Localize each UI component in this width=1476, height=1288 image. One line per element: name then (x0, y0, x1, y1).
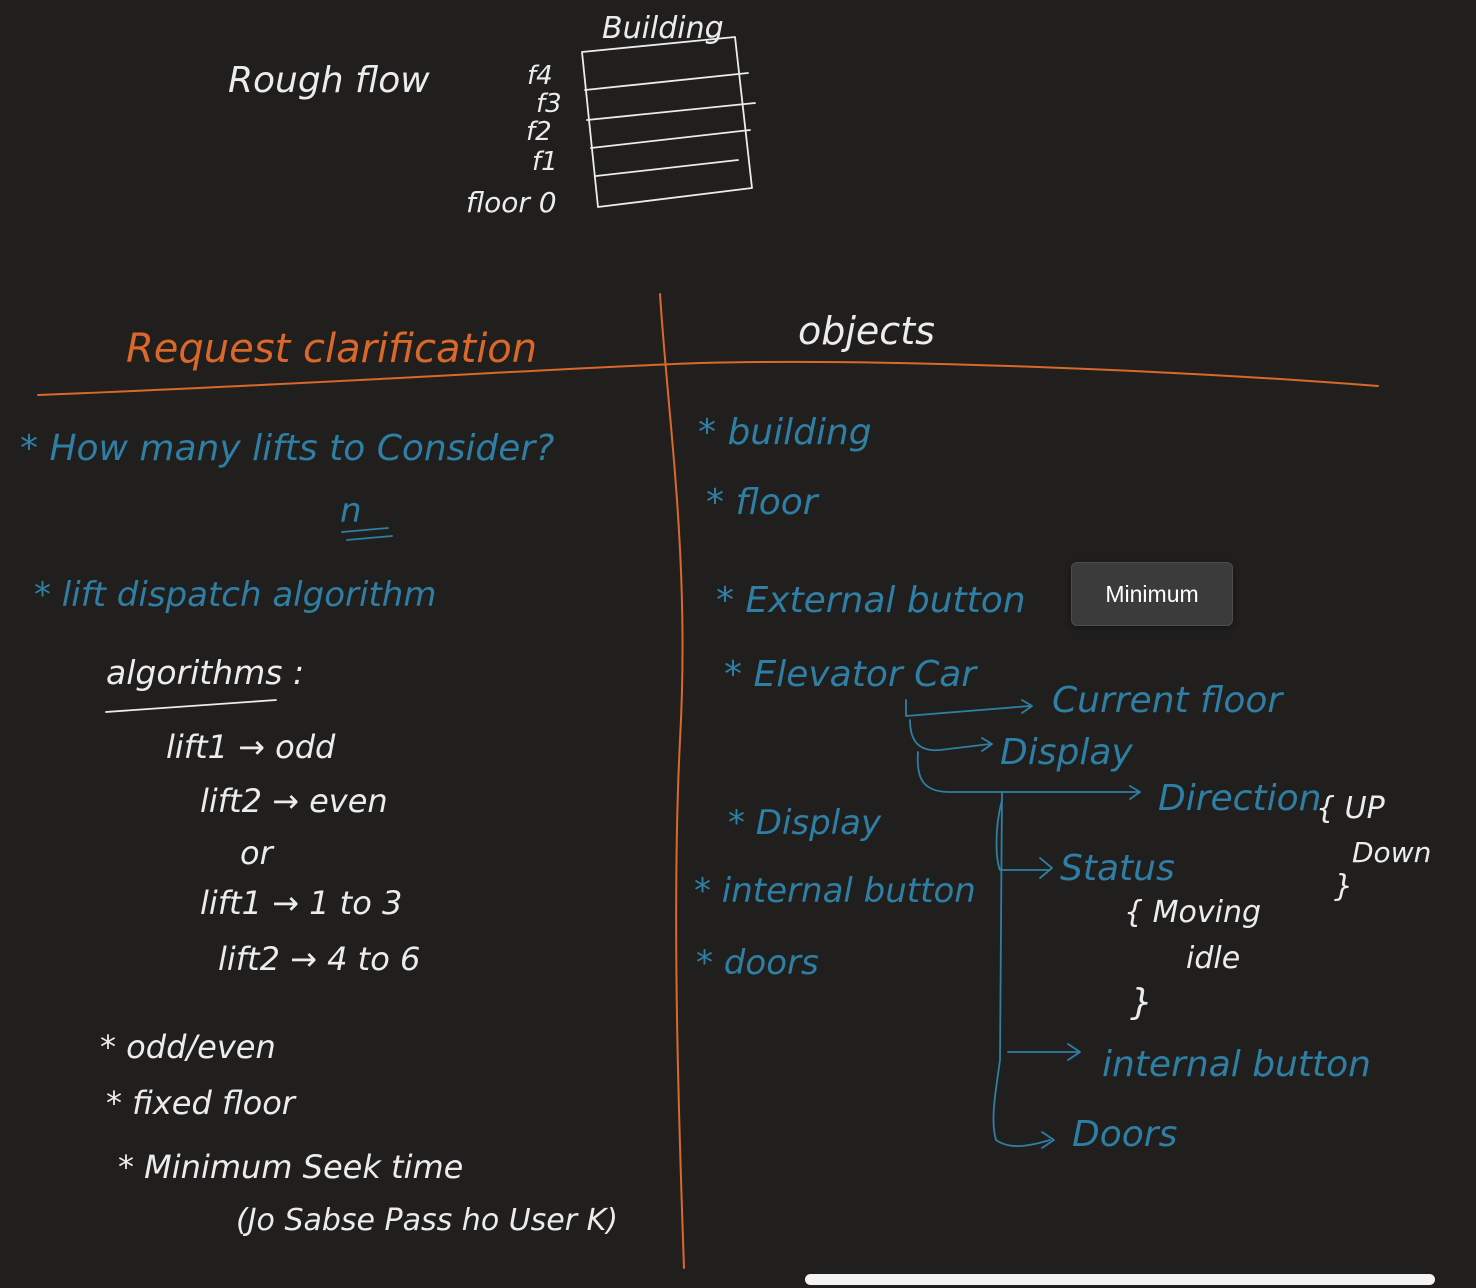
question-dispatch-algorithm: * lift dispatch algorithm (34, 575, 436, 615)
car-part-direction: Direction (1158, 778, 1321, 819)
status-value-idle: idle (1186, 941, 1240, 976)
object-external-button: * External button (716, 580, 1026, 621)
algorithms-underline (105, 699, 277, 713)
floor-label-f2: f2 (526, 117, 552, 147)
status-close-brace: } (1130, 982, 1153, 1023)
algorithms-label: algorithms : (106, 653, 304, 692)
option-fixed-floor: * fixed floor (106, 1084, 297, 1122)
rough-flow-label: Rough flow (228, 60, 430, 101)
elevator-car-tree (905, 699, 1141, 1149)
object-display: * Display (728, 803, 882, 843)
direction-value-up: { UP (1316, 791, 1386, 826)
algo-line-lift1-range: lift1 → 1 to 3 (200, 884, 402, 922)
building-sketch (581, 36, 756, 208)
minimum-tooltip[interactable]: Minimum (1071, 562, 1233, 626)
option-odd-even: * odd/even (100, 1028, 276, 1066)
car-part-doors: Doors (1072, 1114, 1177, 1155)
horizontal-divider (37, 360, 1379, 396)
objects-heading: objects (798, 309, 935, 353)
answer-underline (341, 527, 393, 541)
car-part-internal-button: internal button (1102, 1044, 1371, 1085)
floor-label-f1: f1 (532, 147, 558, 177)
floor-label-f3: f3 (536, 89, 562, 119)
algo-line-lift2-range: lift2 → 4 to 6 (218, 940, 420, 978)
algo-line-lift1-odd: lift1 → odd (166, 728, 336, 766)
floor-label-f0: floor 0 (466, 186, 557, 219)
direction-value-down: Down (1352, 836, 1431, 869)
car-part-status: Status (1060, 848, 1175, 889)
object-doors: * doors (696, 943, 819, 983)
direction-close-brace: } (1334, 869, 1353, 904)
algo-line-lift2-even: lift2 → even (200, 782, 388, 820)
object-elevator-car: * Elevator Car (724, 654, 978, 695)
car-part-current-floor: Current floor (1052, 680, 1284, 721)
question-lift-count: * How many lifts to Consider? (20, 428, 554, 469)
horizontal-scrollbar[interactable] (805, 1274, 1435, 1285)
question-lift-count-answer: n (340, 491, 362, 531)
car-part-display: Display (1000, 732, 1133, 773)
status-value-moving: { Moving (1124, 895, 1261, 930)
object-floor: * floor (706, 482, 820, 523)
algo-line-or: or (240, 834, 275, 872)
object-building: * building (698, 412, 872, 453)
object-internal-button: * internal button (694, 871, 976, 911)
option-minimum-seek-time: * Minimum Seek time (118, 1148, 463, 1186)
floor-label-f4: f4 (527, 61, 553, 91)
vertical-divider (659, 293, 685, 1269)
request-clarification-heading: Request clarification (126, 326, 537, 372)
option-minimum-seek-note: (Jo Sabse Pass ho User K) (236, 1203, 618, 1238)
